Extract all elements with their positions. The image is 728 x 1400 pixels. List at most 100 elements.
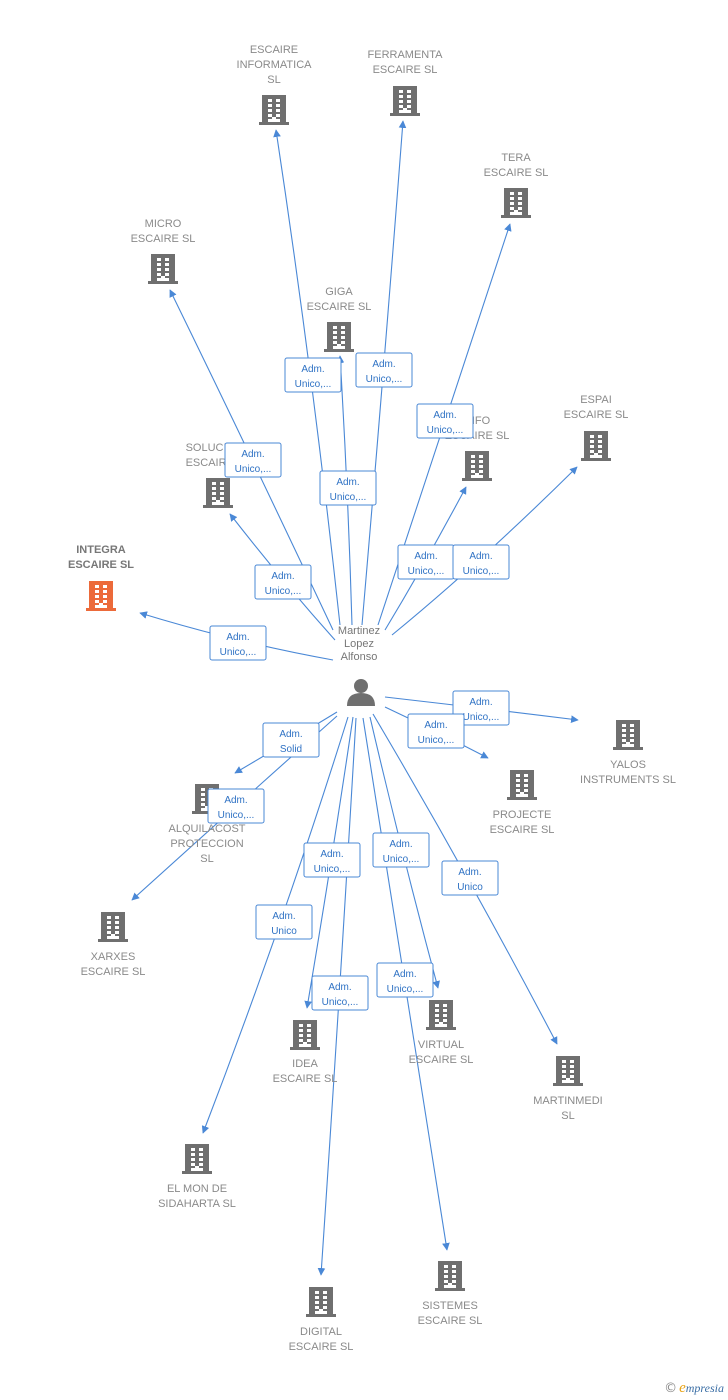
building-icon-el-mon-de-sidaharta[interactable] xyxy=(182,1144,212,1174)
company-label-line: ESCAIRE SL xyxy=(289,1341,354,1353)
role-badge-box xyxy=(355,352,413,388)
role-badge-text: Unico xyxy=(271,926,297,937)
role-badge-alquilacost-proteccion[interactable]: Adm.Solid xyxy=(262,722,320,758)
building-icon-info-escaire[interactable] xyxy=(462,451,492,481)
role-badge-el-mon-de-sidaharta[interactable]: Adm.Unico xyxy=(255,904,313,940)
role-badge-escaire-informatica[interactable]: Adm.Unico,... xyxy=(284,357,342,393)
role-badge-martinmedi[interactable]: Adm.Unico xyxy=(441,860,499,896)
building-icon-virtual-escaire[interactable] xyxy=(426,1000,456,1030)
role-badge-box xyxy=(452,544,510,580)
building-icon-projecte-escaire[interactable] xyxy=(507,770,537,800)
role-badge-espai-escaire[interactable]: Adm.Unico,... xyxy=(452,544,510,580)
building-icon-espai-escaire[interactable] xyxy=(581,431,611,461)
building-icon-digital-escaire[interactable] xyxy=(306,1287,336,1317)
role-badge-text: Unico,... xyxy=(330,492,367,503)
role-badge-xarxes-escaire[interactable]: Adm.Unico,... xyxy=(207,788,265,824)
company-label-line: ESCAIRE SL xyxy=(81,966,146,978)
brand-watermark: ©empresia xyxy=(664,1380,724,1397)
role-badge-text: Adm. xyxy=(458,867,481,878)
company-label-line: ESCAIRE SL xyxy=(68,559,134,571)
company-label-line: ESCAIRE SL xyxy=(490,824,555,836)
brand-initial: e xyxy=(679,1380,686,1396)
building-icon-escaire-informatica[interactable] xyxy=(259,95,289,125)
building-icon-giga-escaire[interactable] xyxy=(324,322,354,352)
person-label-line: Martinez xyxy=(338,625,380,637)
role-badge-projecte-escaire[interactable]: Adm.Unico,... xyxy=(407,713,465,749)
role-badge-text: Adm. xyxy=(393,969,416,980)
role-badge-box xyxy=(416,403,474,439)
role-badge-yalos-instruments[interactable]: Adm. Unico,... xyxy=(452,690,510,726)
role-badge-tera-escaire[interactable]: Adm.Unico,... xyxy=(416,403,474,439)
role-badge-micro-escaire[interactable]: Adm.Unico,... xyxy=(224,442,282,478)
role-badge-text: Unico,... xyxy=(463,566,500,577)
building-icon-ferramenta-escaire[interactable] xyxy=(390,86,420,116)
building-icon-martinmedi[interactable] xyxy=(553,1056,583,1086)
role-badge-box xyxy=(311,975,369,1011)
company-label-line: ALQUILACOST xyxy=(168,823,245,835)
company-label-line: SIDAHARTA SL xyxy=(158,1198,236,1210)
building-icon-xarxes-escaire[interactable] xyxy=(98,912,128,942)
role-badge-box xyxy=(319,470,377,506)
role-badge-idea-escaire[interactable]: Adm.Unico,... xyxy=(303,842,361,878)
company-label-line: ESCAIRE SL xyxy=(484,167,549,179)
role-badge-text: Unico,... xyxy=(314,864,351,875)
role-badge-text: Adm. xyxy=(469,697,492,708)
building-icon-tera-escaire[interactable] xyxy=(501,188,531,218)
company-label-el-mon-de-sidaharta[interactable]: EL MON DE SIDAHARTA SL xyxy=(158,1183,236,1210)
building-icon-idea-escaire[interactable] xyxy=(290,1020,320,1050)
role-badge-box xyxy=(372,832,430,868)
role-badge-text: Unico,... xyxy=(418,735,455,746)
building-icon-integra-escaire[interactable] xyxy=(86,581,116,611)
company-label-line: INSTRUMENTS SL xyxy=(580,774,676,786)
building-icon-sistemes-escaire[interactable] xyxy=(435,1261,465,1291)
company-label-line: ESCAIRE SL xyxy=(273,1073,338,1085)
role-badge-box xyxy=(284,357,342,393)
role-badge-text: Adm. xyxy=(226,632,249,643)
role-badge-box xyxy=(376,962,434,998)
company-label-line: EL MON DE xyxy=(167,1183,227,1195)
role-badge-solucions-escaire[interactable]: Adm.Unico,... xyxy=(254,564,312,600)
role-badge-text: Unico,... xyxy=(427,425,464,436)
building-icon-micro-escaire[interactable] xyxy=(148,254,178,284)
role-badge-box xyxy=(254,564,312,600)
role-badge-ferramenta-escaire[interactable]: Adm.Unico,... xyxy=(355,352,413,388)
company-label-line: YALOS xyxy=(610,759,646,771)
company-label-line: MICRO xyxy=(145,218,182,230)
company-label-line: ESCAIRE SL xyxy=(307,301,372,313)
role-badge-virtual-escaire[interactable]: Adm.Unico,... xyxy=(372,832,430,868)
role-badge-text: Unico,... xyxy=(366,374,403,385)
role-badge-text: Unico,... xyxy=(265,586,302,597)
company-label-line: ESCAIRE xyxy=(250,44,298,56)
building-icon-yalos-instruments[interactable] xyxy=(613,720,643,750)
role-badge-text: Adm. xyxy=(336,477,359,488)
building-icon-solucions-escaire[interactable] xyxy=(203,478,233,508)
company-label-line: PROTECCION xyxy=(170,838,243,850)
role-badge-text: Unico,... xyxy=(463,712,500,723)
company-label-yalos-instruments[interactable]: YALOS INSTRUMENTS SL xyxy=(580,759,676,786)
role-badge-giga-escaire[interactable]: Adm. Unico,... xyxy=(319,470,377,506)
company-label-line: ESCAIRE SL xyxy=(373,64,438,76)
role-badge-integra-escaire[interactable]: Adm.Unico,... xyxy=(209,625,267,661)
role-badge-digital-escaire[interactable]: Adm.Unico,... xyxy=(311,975,369,1011)
role-badge-info-escaire[interactable]: Adm.Unico,... xyxy=(397,544,455,580)
person-icon xyxy=(347,693,375,706)
role-badge-sistemes-escaire[interactable]: Adm.Unico,... xyxy=(376,962,434,998)
